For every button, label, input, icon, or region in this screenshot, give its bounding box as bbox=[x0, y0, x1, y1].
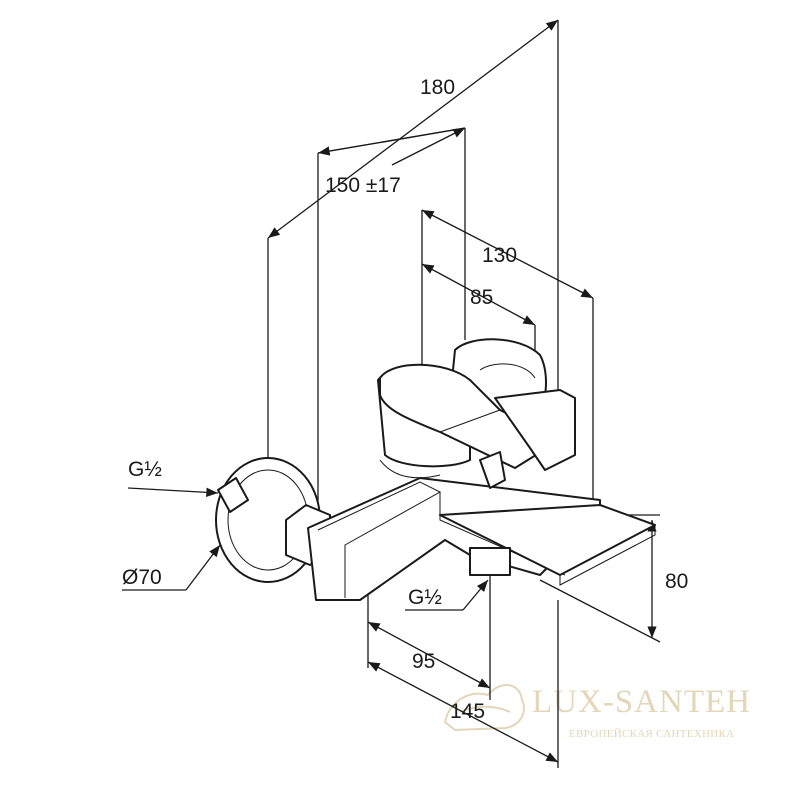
outlet-thread-label: G½ bbox=[408, 586, 442, 609]
dim-line-85 bbox=[421, 263, 536, 326]
dim-line-180 bbox=[267, 19, 559, 239]
dim-label-150: 150 ±17 bbox=[325, 174, 401, 197]
watermark-tagline: ЕВРОПЕЙСКАЯ САНТЕХНИКА bbox=[569, 728, 734, 740]
dim-label-85: 85 bbox=[470, 286, 493, 309]
dim-line-145 bbox=[367, 661, 559, 763]
dim-label-80: 80 bbox=[665, 570, 688, 593]
watermark: LUX-SANTEH ЕВРОПЕЙСКАЯ САНТЕХНИКА bbox=[443, 684, 751, 740]
dimension-lines bbox=[267, 19, 657, 763]
dimension-labels: 180 150 ±17 130 85 G½ Ø70 G½ 80 95 145 bbox=[122, 76, 688, 723]
outlet-nozzle bbox=[469, 547, 511, 576]
watermark-brand: LUX-SANTEH bbox=[532, 684, 751, 720]
diverter-block bbox=[494, 389, 576, 471]
dim-label-145: 145 bbox=[450, 700, 485, 723]
leader-lines bbox=[122, 487, 489, 611]
dim-label-180: 180 bbox=[420, 76, 455, 99]
diverter-knob bbox=[479, 451, 506, 489]
dim-line-130 bbox=[421, 209, 594, 299]
inlet-thread-label: G½ bbox=[128, 458, 162, 481]
flange-diameter-label: Ø70 bbox=[122, 566, 162, 589]
dim-label-95: 95 bbox=[412, 650, 435, 673]
dim-label-130: 130 bbox=[482, 244, 517, 267]
faucet-outline bbox=[215, 338, 656, 601]
